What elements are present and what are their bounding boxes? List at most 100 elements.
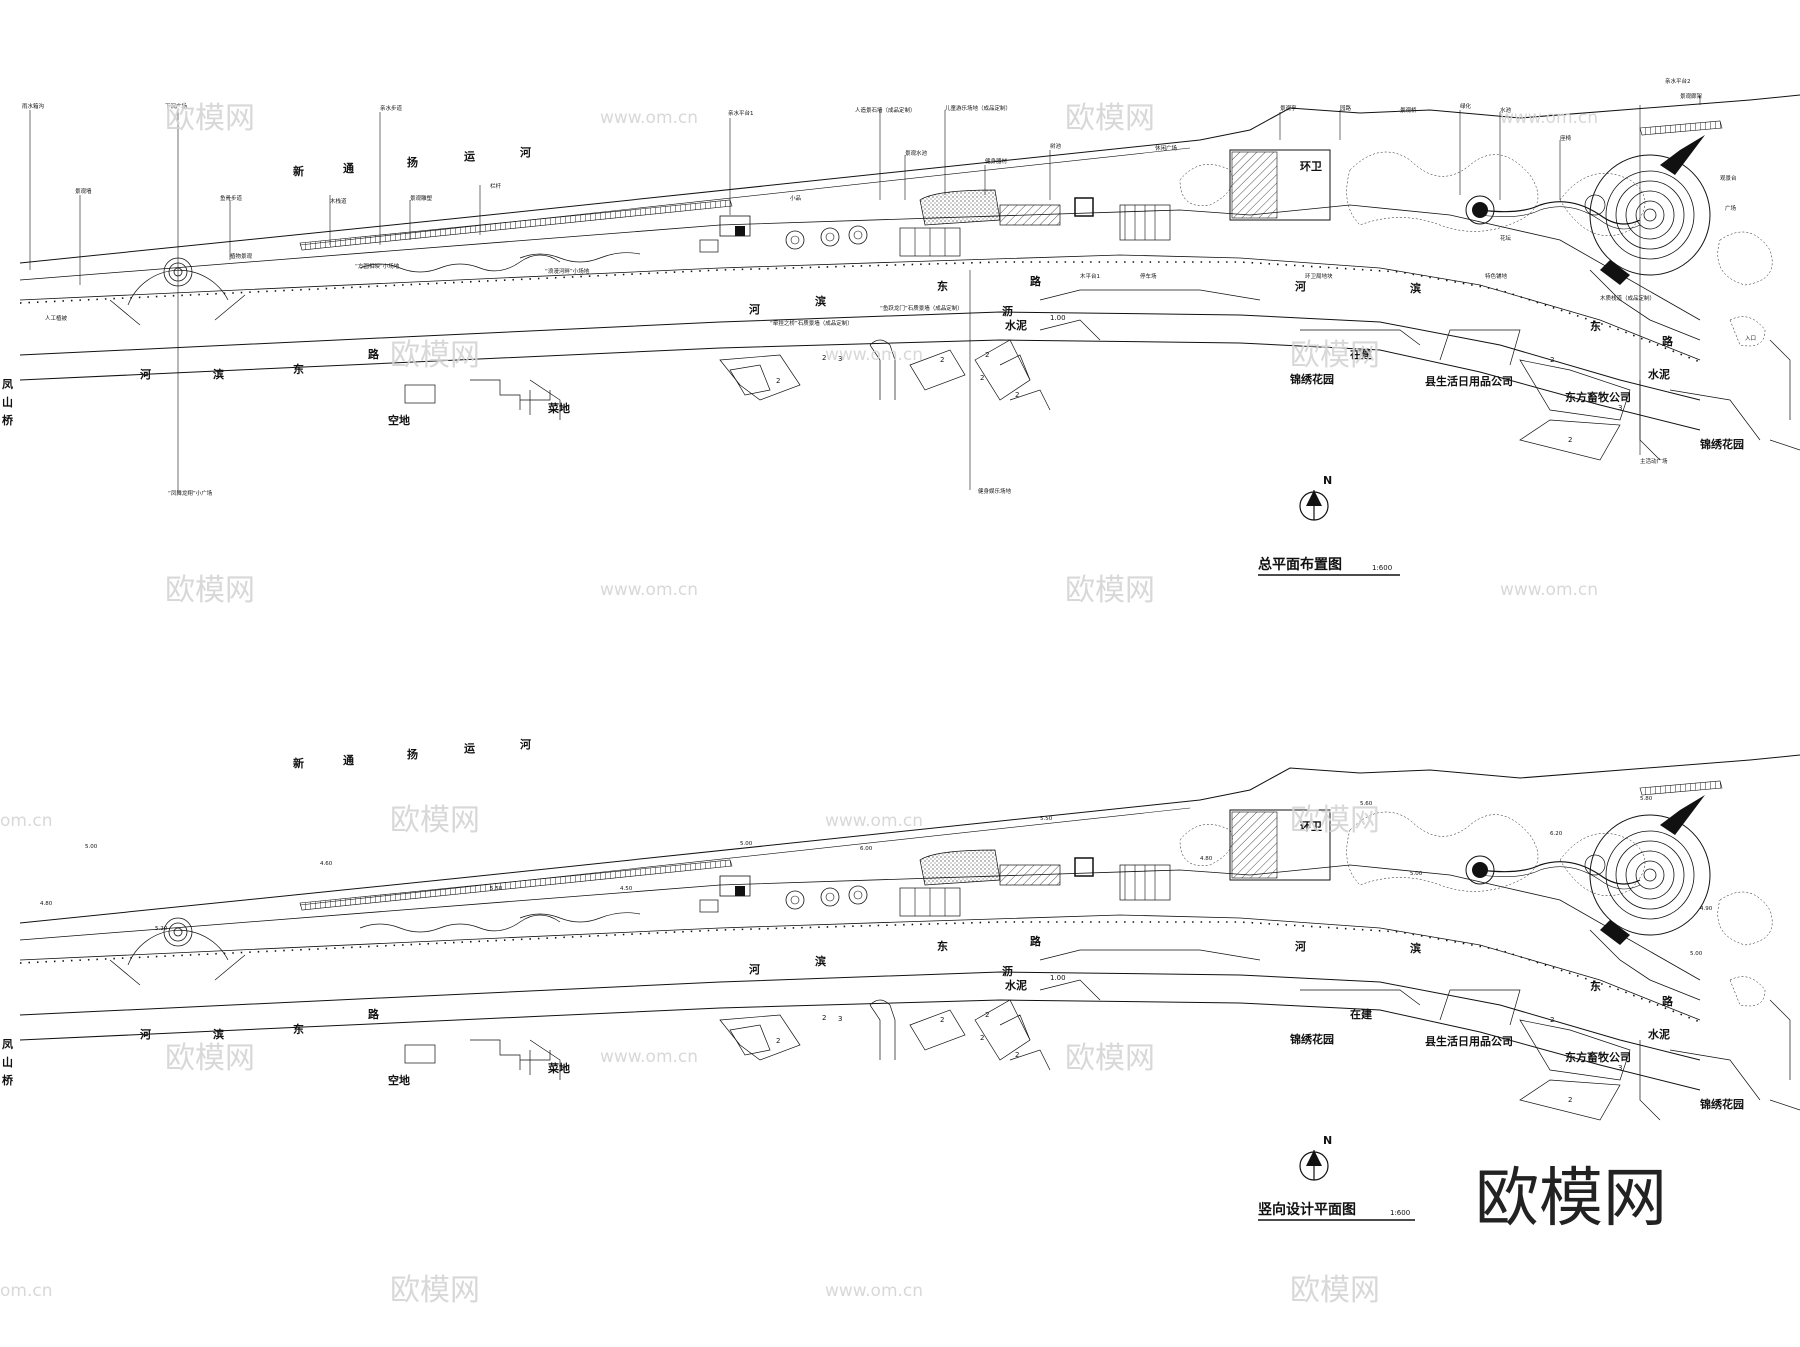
place-label: 河 — [520, 145, 531, 159]
dimension-label: 1.00 — [1050, 314, 1066, 322]
general-layout-plan: 雨水箱沟 景观墙 下沉广场 鱼骨步道 植物景观 木栈道 亲水步道 景观雕塑 人工… — [2, 77, 1800, 576]
place-label: 滨 — [1410, 941, 1421, 955]
place-label: 环卫 — [1300, 160, 1322, 173]
watermark-logo: 欧模网 — [390, 803, 480, 838]
callout-label: 木质栈道（成品定制） — [1600, 294, 1655, 302]
watermarks: 欧模网 www.om.cn 欧模网 www.om.cn 欧模网 www.om.c… — [0, 101, 1598, 1308]
place-label: 扬 — [407, 155, 418, 169]
place-label: 水泥 — [1005, 978, 1027, 992]
dimension-label: 2 — [1568, 1096, 1572, 1104]
callout-label: 环卫局地块 — [1305, 272, 1333, 280]
place-label: 河 — [140, 1027, 151, 1041]
dimension-label: 2 — [822, 1014, 826, 1022]
elevation-labels: 5.00 4.80 5.20 4.60 5.50 4.50 5.00 6.00 … — [40, 796, 1713, 957]
place-label: 凤 — [2, 378, 13, 391]
place-label: 滨 — [1410, 281, 1421, 295]
callout-label: 健身娱乐场地 — [978, 487, 1012, 495]
callout-label: 花坛 — [1500, 234, 1512, 242]
callout-label: 水池 — [1500, 106, 1512, 114]
callout-label: “牵挂之桥”石质景墙（成品定制） — [770, 319, 853, 327]
place-label: 山 — [2, 395, 13, 409]
place-label: 锦绣花园 — [1700, 437, 1744, 451]
place-label: 滨 — [815, 954, 826, 968]
callout-label: 景观雕塑 — [410, 194, 433, 202]
place-labels: 新 通 扬 运 河 河 滨 东 路 沥 水泥 河 滨 东 路 凤 山 桥 空地 … — [2, 737, 1744, 1111]
place-label: 扬 — [407, 747, 418, 761]
dimension-label: 2 — [985, 1011, 989, 1019]
dimension-label: 2 — [940, 1016, 944, 1024]
elevation-label: 5.50 — [490, 886, 503, 892]
place-label: 河 — [140, 367, 151, 381]
dimension-label: 3 — [1618, 404, 1622, 412]
place-label: 河 — [1295, 279, 1306, 293]
place-label: 水泥 — [1648, 367, 1670, 381]
watermark-logo: 欧模网 — [165, 573, 255, 608]
callout-label: 观景台 — [1720, 174, 1737, 182]
place-label: 运 — [464, 150, 475, 163]
place-label: 路 — [368, 347, 380, 361]
watermark-url: om.cn — [0, 1281, 53, 1301]
callout-label: 景观亭 — [1280, 104, 1297, 112]
place-label: 路 — [368, 1007, 380, 1021]
dimension-labels: 1.00 2 2 3 2 2 2 2 2 3 2 — [776, 974, 1622, 1104]
callout-label: 树池 — [1050, 142, 1062, 150]
callout-label: 停车场 — [1140, 272, 1157, 280]
watermark-logo: 欧模网 — [390, 1273, 480, 1308]
north-arrow: N — [1299, 1134, 1332, 1181]
place-label: 沥 — [1002, 304, 1013, 318]
callout-label: “浪漫河畔”小场地 — [545, 267, 590, 275]
watermark-url: www.om.cn — [600, 108, 698, 128]
dimension-label: 2 — [1568, 436, 1572, 444]
callout-label: 景观廊架 — [1680, 92, 1703, 100]
place-label: 凤 — [2, 1038, 13, 1051]
watermark-logo: 欧模网 — [1065, 101, 1155, 136]
place-label: 锦绣花园 — [1290, 372, 1334, 386]
callout-label: 亲水步道 — [380, 104, 403, 112]
place-label: 通 — [343, 754, 354, 767]
watermark-logo: 欧模网 — [165, 1041, 255, 1076]
place-label: 滨 — [213, 1027, 224, 1041]
callout-label: 景观水池 — [905, 149, 928, 157]
dimension-label: 1.00 — [1050, 974, 1066, 982]
dimension-label: 2 — [980, 1034, 984, 1042]
place-label: 空地 — [388, 1073, 410, 1087]
plan-title-text: 竖向设计平面图 — [1258, 1201, 1356, 1218]
north-label: N — [1323, 1134, 1332, 1147]
place-label: 在建 — [1350, 1007, 1373, 1021]
place-label: 路 — [1662, 334, 1674, 348]
callout-labels: 雨水箱沟 景观墙 下沉广场 鱼骨步道 植物景观 木栈道 亲水步道 景观雕塑 人工… — [22, 77, 1756, 497]
place-label: 菜地 — [547, 1061, 570, 1075]
dimension-label: 2 — [940, 356, 944, 364]
place-label: 桥 — [2, 413, 14, 427]
dimension-label: 2 — [776, 377, 780, 385]
place-label: 沥 — [1002, 964, 1013, 978]
place-label: 东 — [937, 939, 948, 953]
place-label: 东方畜牧公司 — [1565, 1050, 1631, 1064]
brand-logo: 欧模网 — [1475, 1162, 1667, 1236]
watermark-logo: 欧模网 — [1290, 338, 1380, 373]
callout-label: 主活动广场 — [1640, 457, 1668, 465]
place-label: 水泥 — [1005, 318, 1027, 332]
dimension-label: 3 — [838, 1015, 842, 1023]
plan-title-text: 总平面布置图 — [1258, 556, 1342, 573]
callout-label: 座椅 — [1560, 134, 1572, 142]
watermark-url: www.om.cn — [1500, 108, 1598, 128]
watermark-url: www.om.cn — [825, 345, 923, 365]
dimension-labels: 1.00 2 2 3 2 2 2 2 2 3 2 — [776, 314, 1622, 444]
watermark-logo: 欧模网 — [1065, 573, 1155, 608]
place-label: 山 — [2, 1055, 13, 1069]
dimension-label: 2 — [985, 351, 989, 359]
callout-label: 下沉广场 — [165, 102, 188, 110]
callout-label: 健身器材 — [985, 157, 1008, 165]
callout-label: 植物景观 — [230, 252, 253, 260]
place-label: 滨 — [815, 294, 826, 308]
dimension-label: 2 — [1015, 1051, 1019, 1059]
place-label: 河 — [749, 962, 760, 976]
place-labels: 新 通 扬 运 河 河 滨 东 路 河 滨 东 路 凤 山 桥 空地 菜地 沥 … — [2, 145, 1744, 451]
dimension-label: 2 — [1015, 391, 1019, 399]
place-label: 东 — [1590, 319, 1601, 333]
callout-label: 栏杆 — [490, 182, 502, 190]
callout-label: 小品 — [790, 194, 802, 202]
elevation-label: 5.00 — [1690, 951, 1703, 957]
callout-label: 亲水平台1 — [728, 109, 754, 117]
